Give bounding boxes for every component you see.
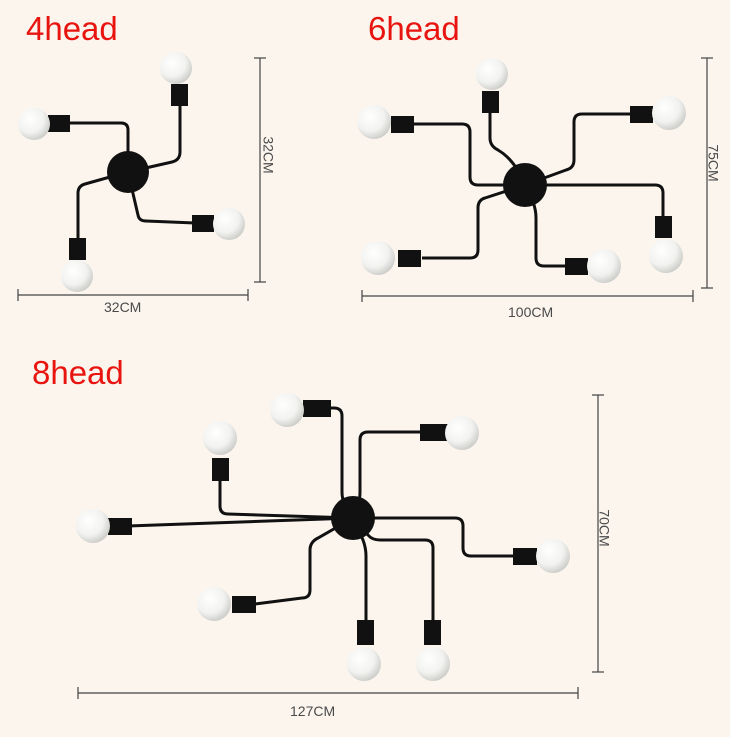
socket	[565, 258, 588, 275]
socket	[192, 215, 214, 232]
width-label-6head: 100CM	[508, 304, 554, 320]
fixture-4head	[68, 100, 196, 240]
bulb	[476, 58, 508, 90]
arm	[127, 100, 182, 174]
arm	[353, 516, 515, 558]
socket	[630, 106, 653, 123]
bulb	[361, 241, 395, 275]
socket	[655, 216, 672, 238]
dimensions-4head	[17, 57, 266, 301]
bulb	[270, 393, 304, 427]
bulb	[416, 647, 450, 681]
socket	[357, 620, 374, 645]
socket	[391, 116, 414, 133]
bulb	[357, 105, 391, 139]
arm	[523, 184, 566, 268]
bulb	[536, 539, 570, 573]
arm	[127, 516, 354, 528]
arm	[351, 517, 435, 620]
bulb	[18, 108, 50, 140]
bulb	[445, 416, 479, 450]
width-label-4head: 32CM	[104, 299, 142, 315]
socket	[482, 91, 499, 113]
title-8head: 8head	[32, 354, 124, 391]
arm	[524, 112, 630, 187]
dimensions-6head	[361, 57, 713, 302]
bulb	[61, 260, 93, 292]
bulb	[76, 509, 110, 543]
arm	[68, 121, 130, 172]
socket	[303, 400, 331, 417]
socket	[513, 548, 537, 565]
arm	[351, 517, 368, 620]
title-6head: 6head	[368, 10, 460, 47]
socket	[424, 620, 441, 645]
socket	[48, 115, 70, 132]
fixture-4head-parts	[18, 52, 245, 292]
fixture-6head-parts	[357, 58, 686, 283]
bulb	[213, 208, 245, 240]
socket	[420, 424, 448, 441]
bulb	[649, 239, 683, 273]
title-4head: 4head	[26, 10, 118, 47]
dimensions-8head	[77, 394, 604, 699]
arm	[525, 183, 665, 218]
socket	[69, 238, 86, 260]
bulb	[652, 96, 686, 130]
socket	[398, 250, 421, 267]
height-label-8head: 70CM	[596, 509, 613, 547]
canopy	[107, 151, 149, 193]
bulb	[347, 647, 381, 681]
arm	[412, 122, 525, 187]
height-label-4head: 32CM	[260, 136, 277, 174]
width-label-8head: 127CM	[290, 703, 336, 719]
fixture-8head-parts	[76, 393, 570, 681]
arm	[254, 516, 354, 606]
bulb	[197, 587, 231, 621]
socket	[232, 596, 256, 613]
socket	[212, 458, 229, 481]
height-label-6head: 75CM	[705, 144, 722, 182]
arm	[76, 170, 129, 240]
canopy	[331, 496, 375, 540]
socket	[171, 84, 188, 106]
arm	[126, 171, 196, 225]
socket	[108, 518, 132, 535]
arm	[422, 183, 526, 260]
canopy	[503, 163, 547, 207]
bulb	[587, 249, 621, 283]
bulb	[203, 421, 237, 455]
arm	[218, 480, 354, 520]
bulb	[160, 52, 192, 84]
